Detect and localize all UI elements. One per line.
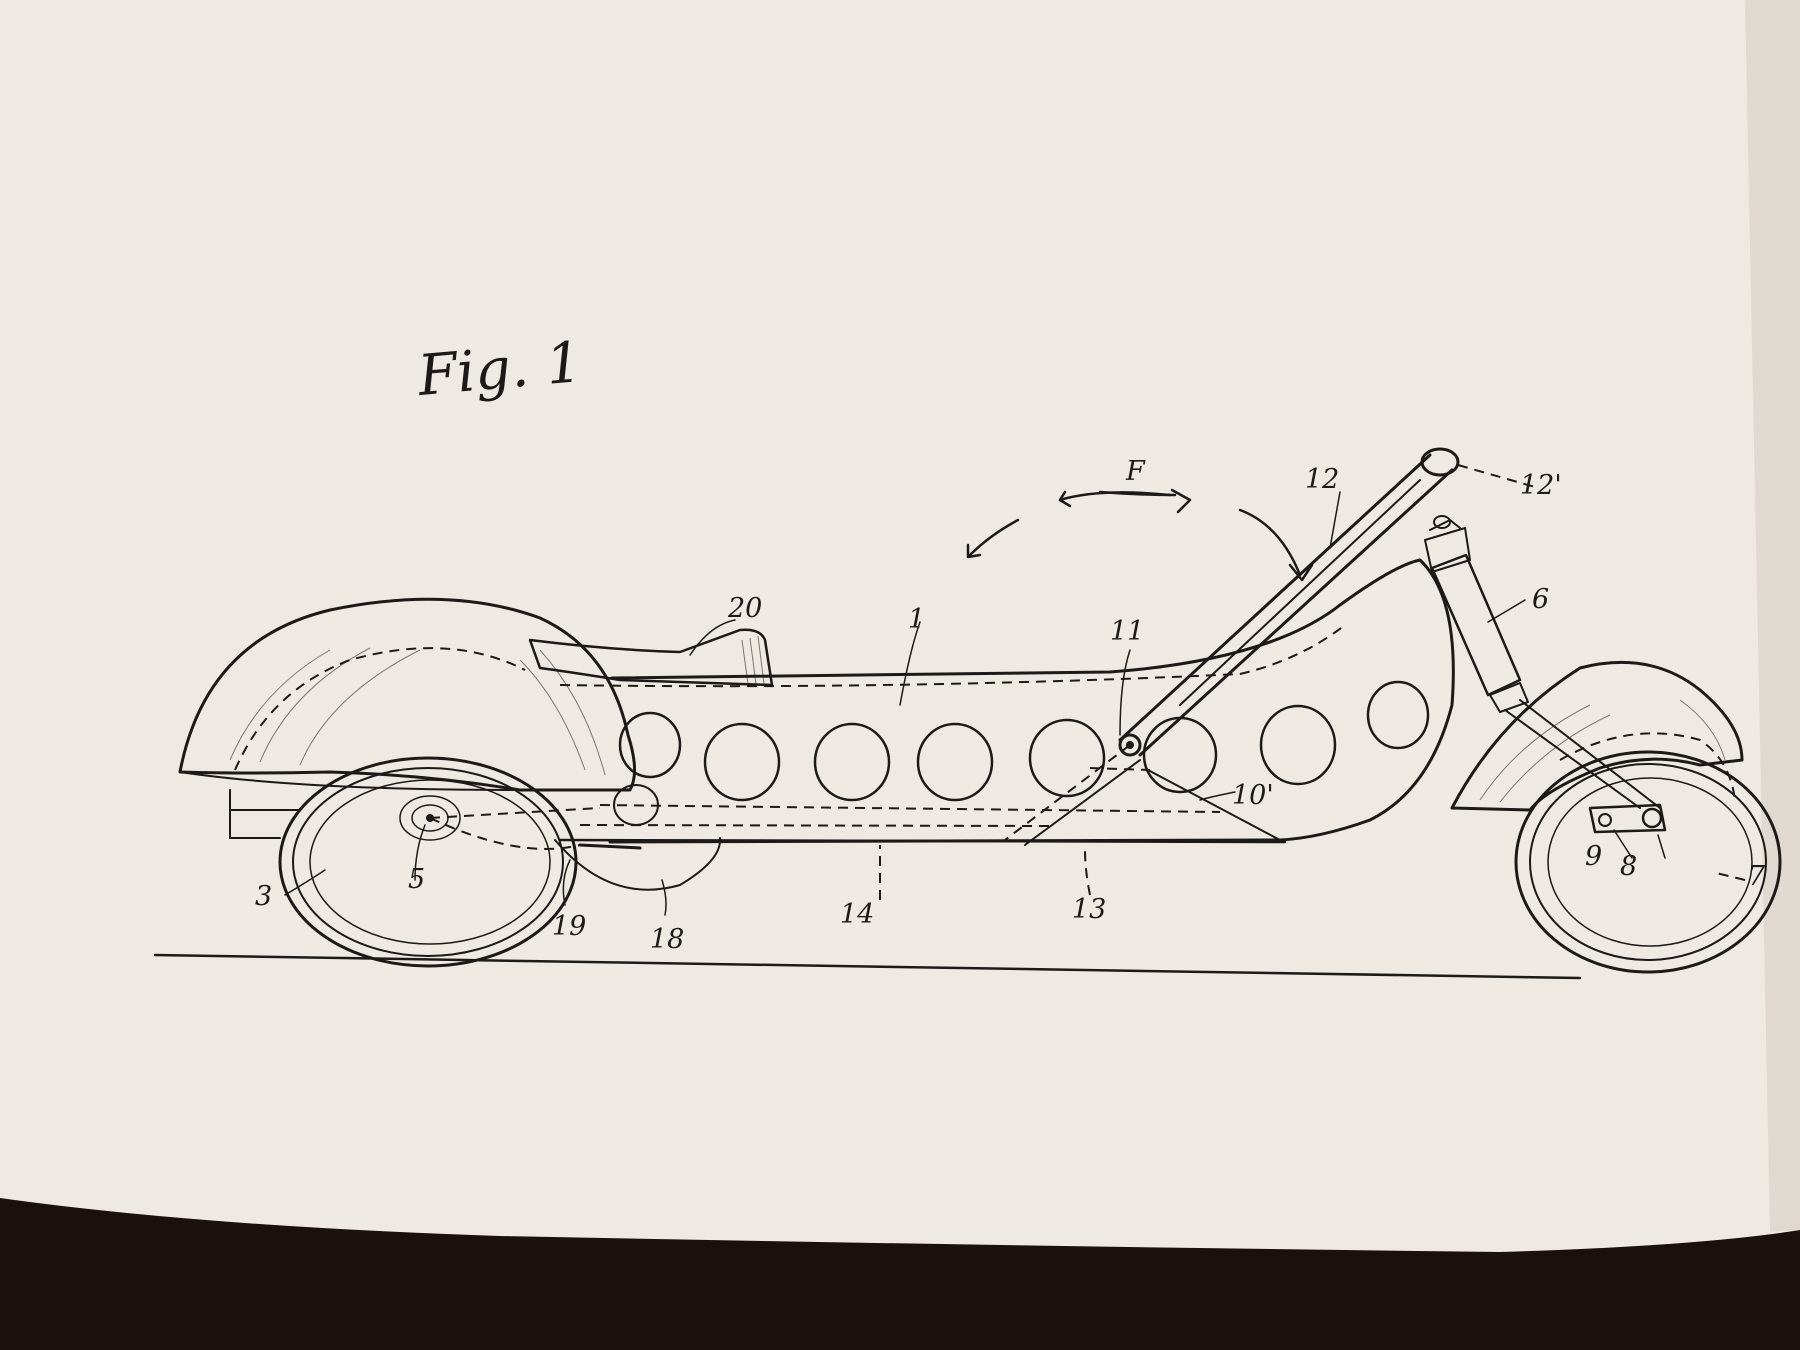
label-20: 20 (727, 593, 762, 624)
steering-lever (1004, 447, 1536, 846)
front-hub (1588, 803, 1667, 834)
label-18: 18 (650, 924, 684, 955)
figure-title: Fig. 1 (415, 330, 585, 409)
label-1: 1 (908, 604, 925, 635)
label-12: 12 (1305, 464, 1339, 495)
shock-absorber (1424, 515, 1661, 809)
leader-lines (284, 491, 1746, 916)
page-shadow-edge (1745, 0, 1800, 1232)
main-frame (558, 558, 1455, 844)
label-f: F (1125, 456, 1146, 487)
label-19: 19 (552, 911, 586, 942)
label-14: 14 (840, 899, 874, 930)
label-13: 13 (1072, 894, 1106, 925)
label-8: 8 (1620, 851, 1637, 882)
page-surface (0, 0, 1800, 1252)
ground-line (153, 953, 1582, 980)
label-3: 3 (255, 881, 272, 912)
label-9: 9 (1585, 841, 1602, 872)
label-6: 6 (1532, 584, 1549, 615)
frame-holes (618, 680, 1430, 802)
drive-parts (229, 784, 722, 891)
front-wheel (1514, 750, 1782, 974)
label-12-prime: 12' (1520, 470, 1562, 501)
front-fender (1450, 660, 1744, 812)
rotation-arrow (966, 488, 1314, 582)
label-5: 5 (408, 864, 425, 895)
label-11: 11 (1110, 616, 1144, 647)
label-10-prime: 10' (1232, 780, 1274, 811)
label-7: 7 (1748, 861, 1766, 892)
rear-fender (178, 597, 636, 792)
